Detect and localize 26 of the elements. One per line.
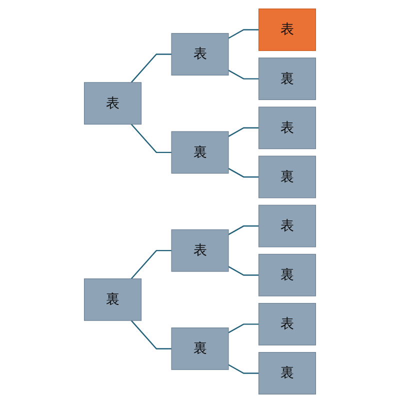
node-box: 表 (258, 106, 316, 149)
node-box: 表 (171, 228, 229, 272)
node-box: 裏 (84, 278, 142, 320)
node-box: 裏 (258, 57, 316, 100)
node-box: 裏 (258, 155, 316, 198)
node-box: 表 (171, 32, 229, 75)
node-box: 表 (258, 204, 316, 247)
connector (130, 53, 172, 82)
connector (228, 364, 259, 374)
connector (228, 224, 259, 235)
node-box: 表 (258, 302, 316, 345)
connector (130, 249, 172, 279)
connector (228, 167, 259, 178)
connector (130, 123, 172, 153)
connector (228, 266, 259, 276)
node-box: 裏 (258, 253, 316, 296)
connector (228, 126, 259, 136)
connector (130, 320, 172, 349)
node-box: 裏 (171, 130, 229, 174)
connector (228, 28, 259, 38)
node-box: 裏 (171, 327, 229, 370)
node-box: 表 (258, 8, 316, 50)
connector (228, 69, 259, 79)
connector (228, 323, 259, 333)
node-box: 表 (84, 82, 142, 124)
node-box: 裏 (258, 352, 316, 394)
